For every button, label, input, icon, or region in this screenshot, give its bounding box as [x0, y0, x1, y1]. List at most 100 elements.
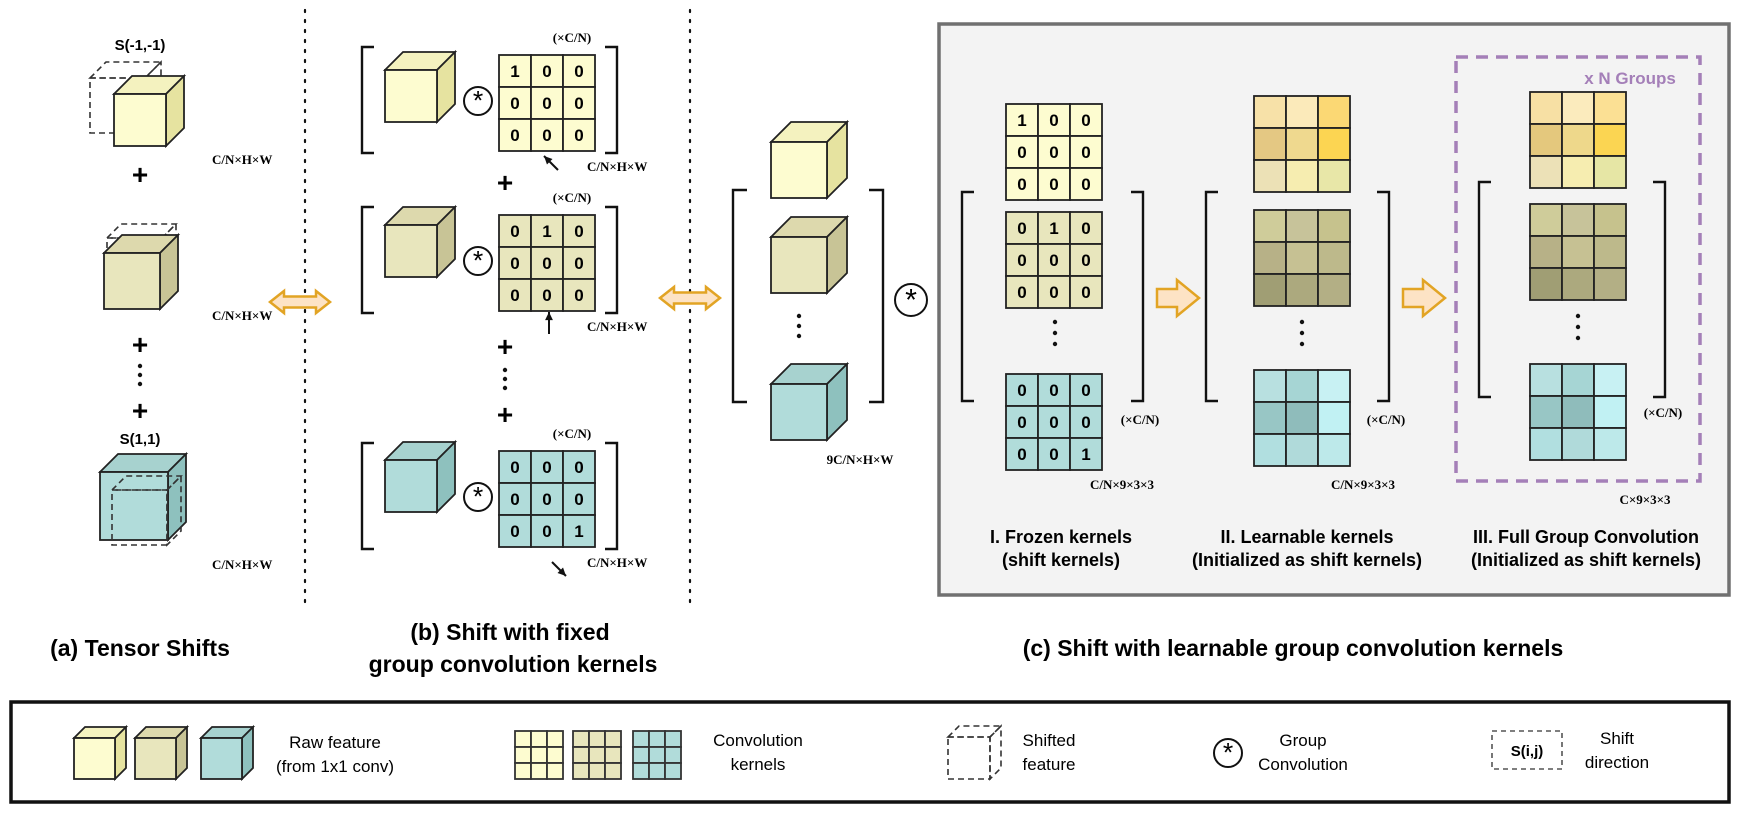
kernel-cell: [1069, 167, 1103, 201]
title-learnable-1: II. Learnable kernels: [1220, 527, 1393, 547]
right-bracket: [605, 205, 619, 315]
raw-cube-b2: [382, 204, 458, 280]
raw-cube-olive: [101, 232, 181, 312]
group-conv-c: *: [894, 283, 928, 317]
ellipsis-dot: [137, 363, 143, 369]
stack-cube-teal: [768, 361, 850, 443]
kernel-cell: [572, 762, 590, 780]
kernel-cell: [514, 730, 532, 748]
conv-circle: [1213, 738, 1243, 768]
title-frozen-2: (shift kernels): [1002, 550, 1120, 570]
kernel-value: 0: [1017, 175, 1026, 194]
cube-front: [134, 737, 177, 780]
kernel-cell: [1561, 155, 1595, 189]
kernel-cell: [1561, 203, 1595, 237]
dim-b2: C/N×H×W: [587, 319, 647, 334]
kernel-cell: [530, 54, 564, 88]
kernel-cell: [1529, 123, 1563, 157]
shift-direction-arrow-b1-head: [544, 156, 553, 165]
cube-front: [200, 737, 243, 780]
raw-cube-yellow: [111, 73, 187, 149]
kernel-cell: [1561, 267, 1595, 301]
kernel-value: 0: [1017, 283, 1026, 302]
ellipsis-dot: [1052, 341, 1058, 347]
kernel-value: 0: [1049, 413, 1058, 432]
cube-front: [770, 236, 828, 294]
ellipsis-dot: [1575, 324, 1581, 330]
kernel-value: 0: [574, 222, 583, 241]
kernel-value: 0: [1081, 251, 1090, 270]
group-conv-b2: *: [463, 246, 493, 276]
kernel-cell: [664, 746, 682, 764]
legend-raw-feature-2: (from 1x1 conv): [276, 757, 394, 776]
kernel-value: 0: [1017, 143, 1026, 162]
cube-front: [947, 736, 991, 780]
cube-top: [110, 475, 183, 491]
kernel-cell: [1593, 91, 1627, 125]
kernel-value: 0: [1081, 111, 1090, 130]
conv-circle: [463, 482, 493, 512]
cube-front: [770, 383, 828, 441]
kernel-cell: [604, 730, 622, 748]
dim-a3: C/N×H×W: [212, 557, 272, 572]
s-top-label: S(-1,-1): [115, 37, 166, 54]
kernel-cell: [1529, 267, 1563, 301]
kernel-value: 0: [510, 522, 519, 541]
cube-front: [384, 459, 438, 513]
kernel-cell: [1529, 155, 1563, 189]
ellipsis-dot: [1299, 341, 1305, 347]
kernel-cell: [1253, 95, 1287, 129]
kernel-cell: [648, 762, 666, 780]
kernel-cell: [498, 278, 532, 312]
kernel-cell: [1593, 427, 1627, 461]
left-bracket: [360, 45, 374, 155]
kernel-cell: [1069, 437, 1103, 471]
conv-circle: [894, 283, 928, 317]
kernel-value: 0: [542, 126, 551, 145]
kernel-cell: [1069, 103, 1103, 137]
cube-front: [103, 252, 161, 310]
arrow-learnable-to-full: [1401, 277, 1447, 319]
ellipsis-dot: [796, 323, 802, 329]
kernel-cell: [1529, 91, 1563, 125]
kernel-cell: [1285, 273, 1319, 307]
title-full-1: III. Full Group Convolution: [1473, 527, 1699, 547]
kernel-cell: [1037, 437, 1071, 471]
kernel-cell: [546, 746, 564, 764]
kernel-cell: [632, 746, 650, 764]
kernel-value: 0: [574, 94, 583, 113]
ellipsis-dot: [1575, 313, 1581, 319]
ellipsis-dot: [1575, 335, 1581, 341]
kernel-cell: [1285, 401, 1319, 435]
raw-cube-teal: [97, 451, 189, 543]
kernel-cell: [1317, 159, 1351, 193]
kernel-cell: [1317, 401, 1351, 435]
kernel-value: 0: [1049, 381, 1058, 400]
ellipsis-dot: [1299, 319, 1305, 325]
shifted-cube-bottom: [110, 474, 183, 547]
kernel-value: 1: [574, 522, 583, 541]
plus-b2: +: [497, 331, 513, 362]
legend-raw-feature-1: Raw feature: [289, 733, 381, 752]
legend-shifted-2: feature: [1023, 755, 1076, 774]
dim-frozen: C/N×9×3×3: [1090, 477, 1155, 492]
kernel-cell: [1317, 433, 1351, 467]
legend-box: [9, 700, 1731, 804]
kernel-cell: [562, 118, 596, 152]
kernel-cell: [1317, 241, 1351, 275]
kernel-cell: [572, 730, 590, 748]
kernel-cell: [1285, 95, 1319, 129]
legend-shifted-cube: [946, 724, 1003, 781]
kernel-cell: [1253, 273, 1287, 307]
legend-conv-kernels-1: Convolution: [713, 731, 803, 750]
kernel-cell: [530, 86, 564, 120]
kernel-cell: [632, 730, 650, 748]
kernel-cell: [1593, 155, 1627, 189]
kernel-cell: [1037, 167, 1071, 201]
legend-cube-olive: [132, 724, 190, 782]
cube-top: [946, 725, 1003, 738]
legend-conv-kernels-2: kernels: [731, 755, 786, 774]
kernel-value: 1: [1081, 445, 1090, 464]
